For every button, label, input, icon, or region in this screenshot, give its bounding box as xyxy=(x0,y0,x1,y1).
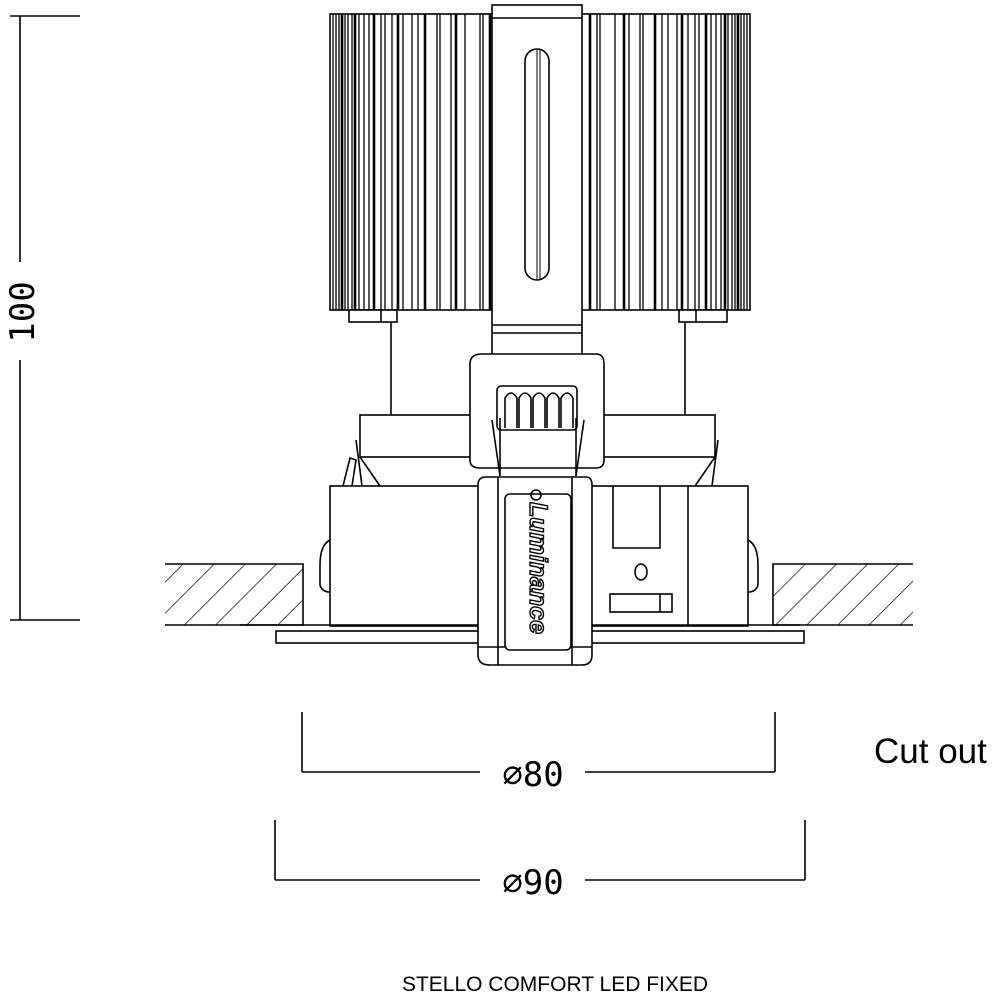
ceiling-section-left xyxy=(165,563,304,626)
spring-coil xyxy=(518,392,532,428)
spring-coil xyxy=(546,392,560,428)
spring-bracket xyxy=(469,353,605,477)
cutout-label: Cut out xyxy=(874,732,987,771)
outer-dimension: ⌀90 xyxy=(274,820,806,903)
spring-clip: Luminance xyxy=(477,476,593,666)
spring-coil xyxy=(532,392,546,428)
spring-coil xyxy=(504,392,518,428)
spring-coil xyxy=(560,392,574,428)
mounting-bracket xyxy=(491,4,583,356)
outer-diameter: ⌀90 xyxy=(502,863,563,903)
cutout-diameter: ⌀80 xyxy=(502,755,563,795)
ceiling-section-right xyxy=(772,563,913,626)
luminance-logo: Luminance xyxy=(524,502,552,634)
height-dimension: 100 xyxy=(3,15,80,621)
height-value: 100 xyxy=(3,281,43,342)
product-title: STELLO COMFORT LED FIXED xyxy=(401,973,709,996)
cutout-dimension: ⌀80 xyxy=(301,712,776,795)
